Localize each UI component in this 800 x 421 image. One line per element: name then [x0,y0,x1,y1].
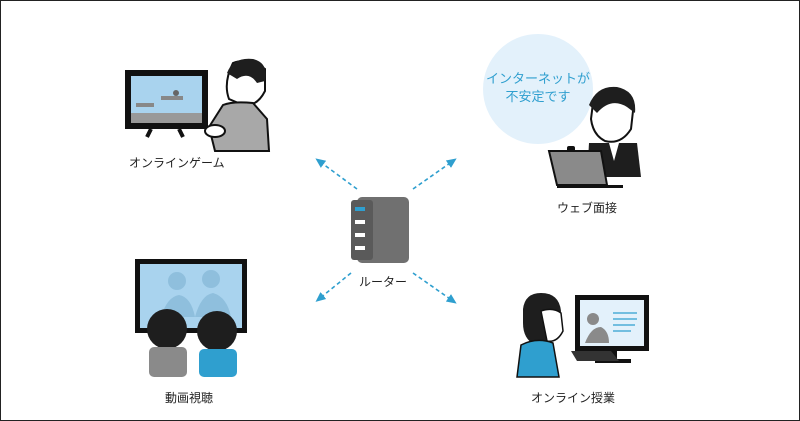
label-router: ルーター [359,275,408,289]
bubble-line-2: 不安定です [505,90,571,105]
label-web-interview: ウェブ面接 [557,201,618,215]
label-online-game: オンラインゲーム [129,156,225,170]
arrow-to-video [315,272,352,302]
online-class-scene [516,293,649,378]
arrow-to-interview [412,158,457,190]
video-viewing-scene [135,259,247,377]
label-online-class: オンライン授業 [531,391,616,405]
label-video-viewing: 動画視聴 [165,391,214,405]
web-interview-scene [483,34,641,188]
warning-bubble-text: インターネットが 不安定です [485,71,591,107]
router-icon [351,197,409,263]
arrow-to-game [315,158,358,190]
bubble-line-1: インターネットが [485,72,590,87]
connection-arrows [315,158,457,304]
arrow-to-class [412,272,457,304]
online-game-scene [125,58,271,152]
